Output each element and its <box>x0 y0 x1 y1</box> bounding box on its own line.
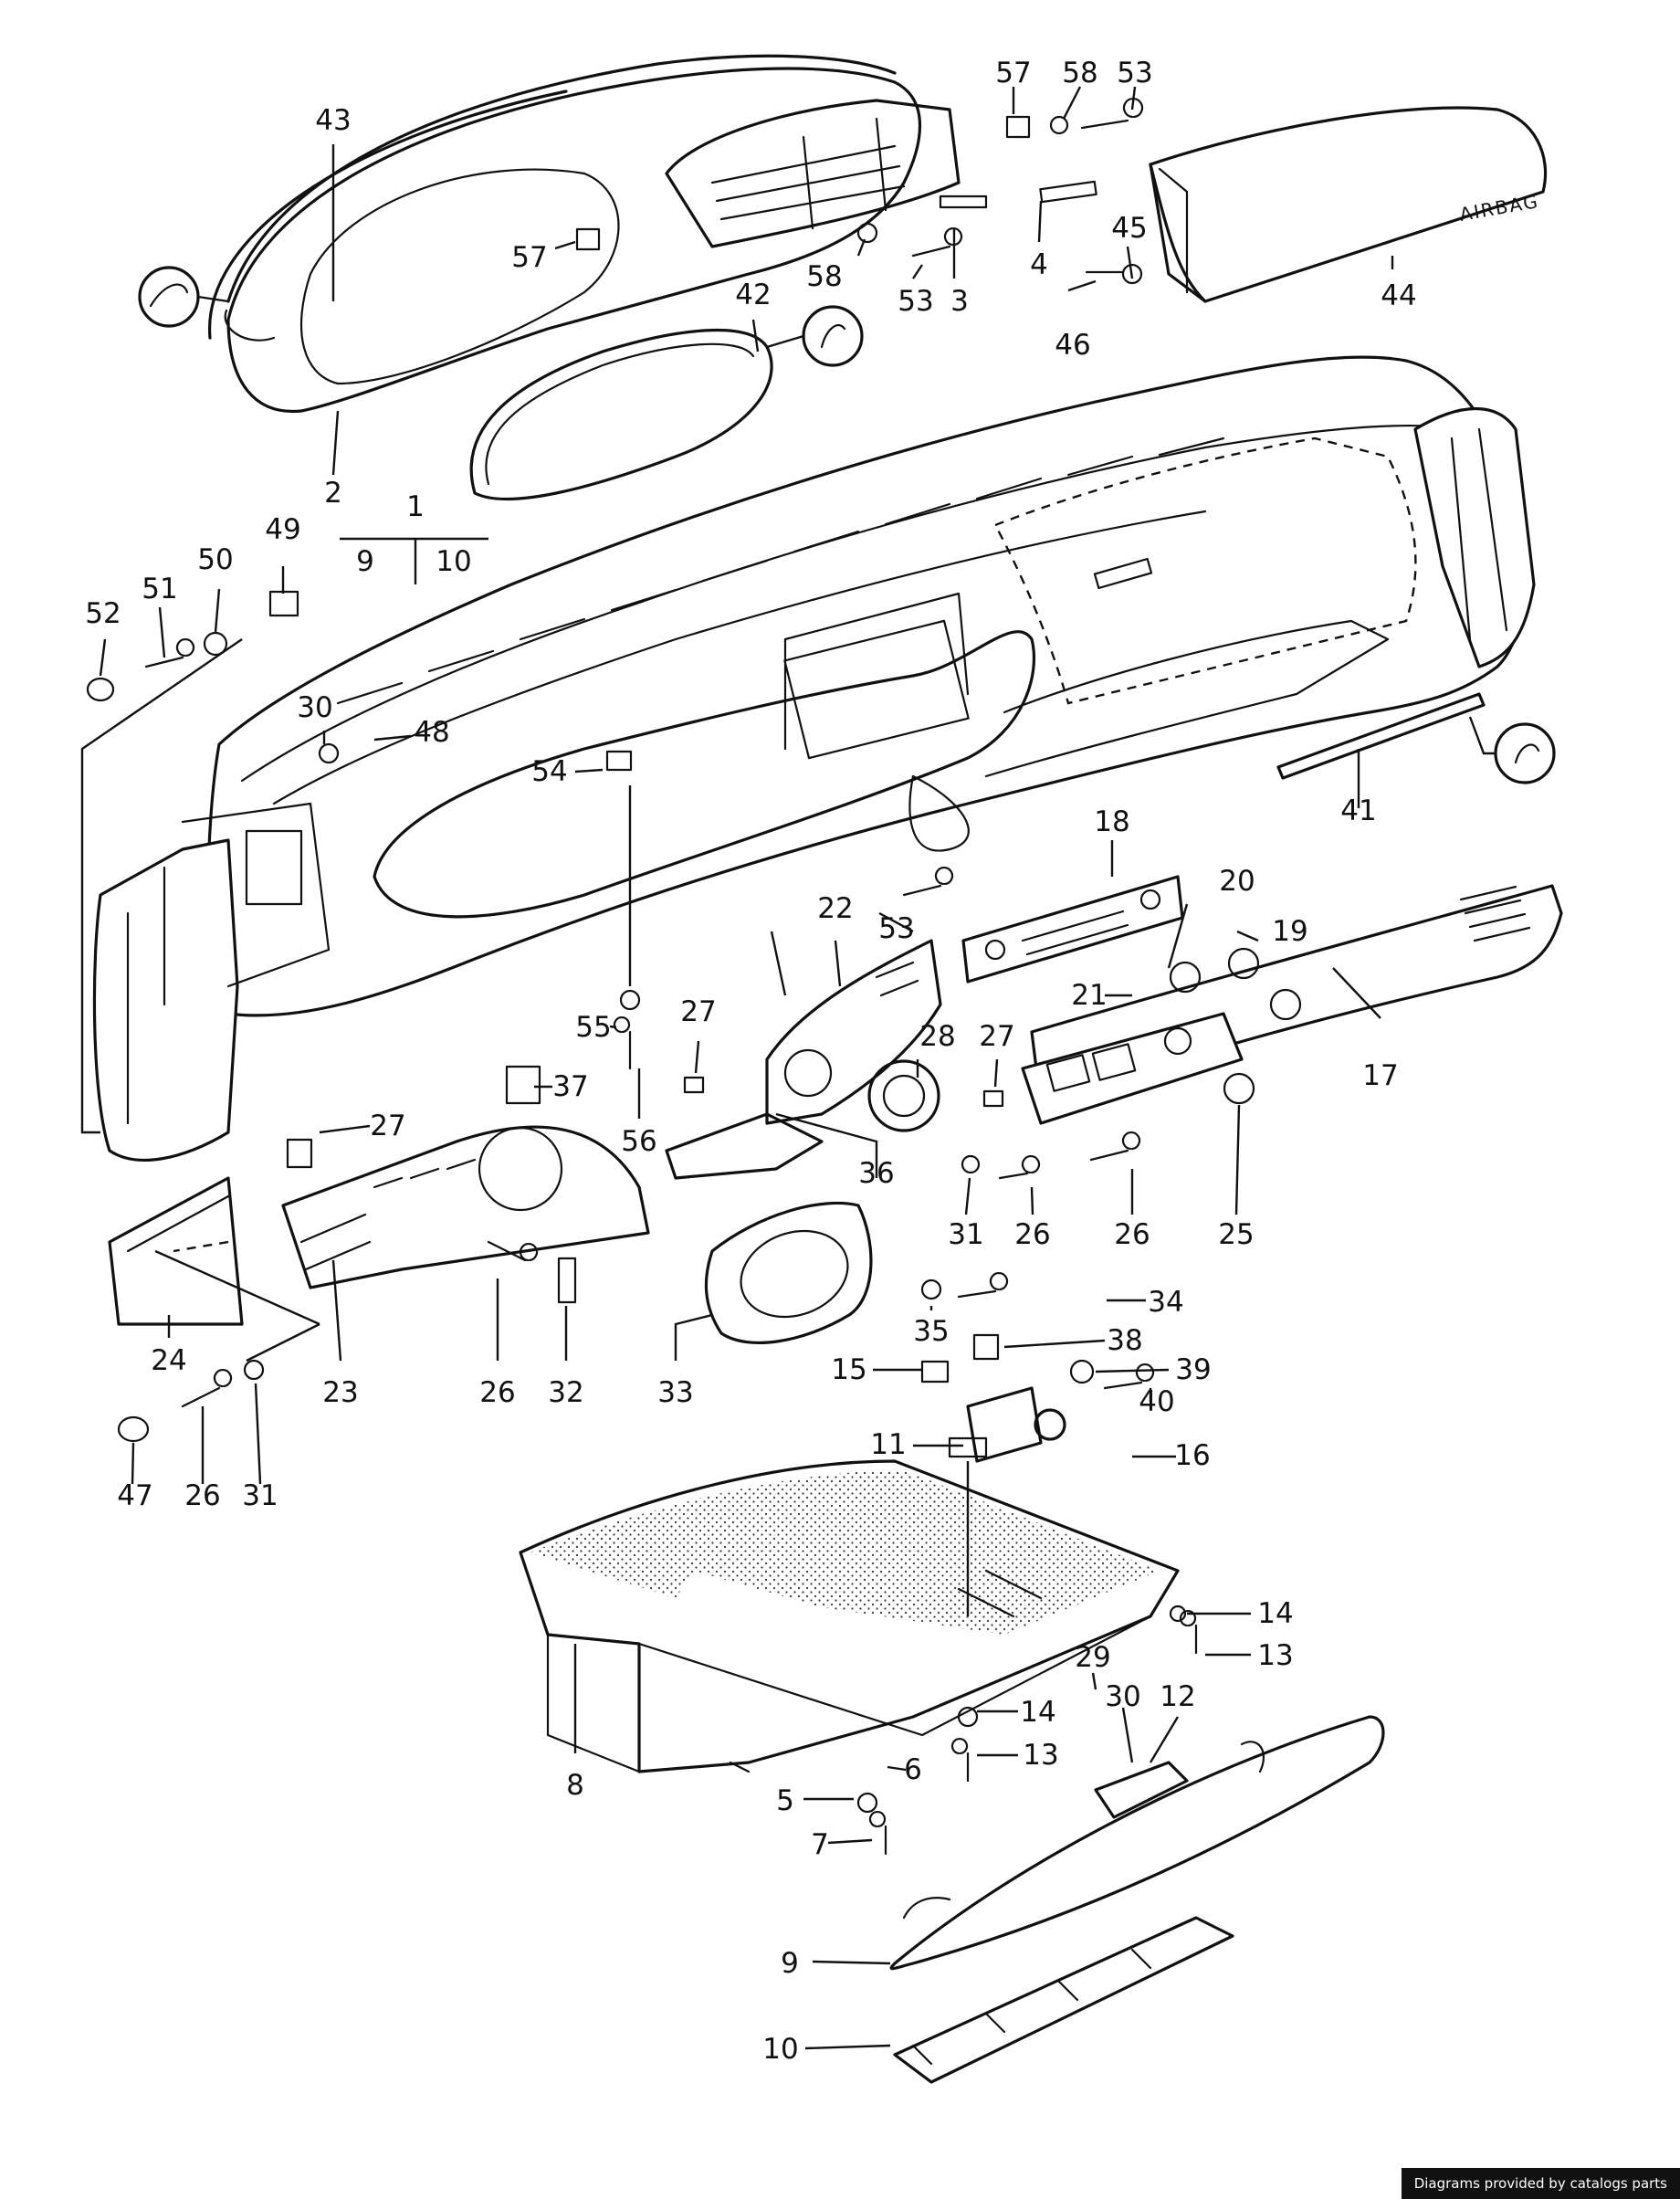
callout-14-right: 14 <box>1257 1597 1293 1630</box>
credit-banner: Diagrams provided by catalogs parts <box>1401 2168 1680 2199</box>
radio-panel <box>1021 1012 1244 1125</box>
callout-9: 9 <box>781 1947 799 1980</box>
callout-58-top: 58 <box>1062 57 1097 89</box>
callout-49: 49 <box>265 513 300 546</box>
callout-37: 37 <box>552 1070 588 1103</box>
air-vent-grille <box>665 99 961 248</box>
callout-32: 32 <box>548 1376 583 1409</box>
callout-8: 8 <box>566 1769 584 1802</box>
callout-27-c: 27 <box>370 1110 405 1142</box>
callout-46: 46 <box>1055 329 1090 362</box>
callout-16: 16 <box>1174 1439 1210 1472</box>
callout-56: 56 <box>621 1125 656 1158</box>
callout-3: 3 <box>950 285 969 318</box>
callout-53-mid: 53 <box>878 912 914 945</box>
callout-31-bottom: 31 <box>242 1479 278 1512</box>
callout-22: 22 <box>817 892 853 925</box>
callout-13-right: 13 <box>1257 1639 1293 1672</box>
striker-12 <box>1094 1761 1189 1819</box>
callout-18: 18 <box>1094 805 1129 838</box>
callout-51: 51 <box>142 573 177 605</box>
callout-21: 21 <box>1071 979 1107 1012</box>
caution-symbol-icon-2 <box>766 305 864 367</box>
callout-27-a: 27 <box>680 995 716 1028</box>
callout-57: 57 <box>511 241 547 274</box>
callout-33: 33 <box>657 1376 693 1409</box>
callout-28: 28 <box>919 1020 955 1053</box>
callout-20: 20 <box>1219 865 1255 898</box>
callout-47: 47 <box>117 1479 152 1512</box>
leader-lines <box>80 86 1394 2050</box>
callout-48: 48 <box>414 716 449 749</box>
callout-57-top: 57 <box>995 57 1031 89</box>
callout-12: 12 <box>1160 1680 1195 1713</box>
glovebox-8 <box>519 1459 1180 1773</box>
callout-26-right: 26 <box>1114 1218 1150 1251</box>
callout-29: 29 <box>1075 1641 1110 1674</box>
glovebox-lock <box>948 1386 1066 1463</box>
caution-symbol-icon <box>138 266 229 328</box>
callout-23: 23 <box>322 1376 358 1409</box>
trim-strip-41 <box>1276 692 1486 780</box>
callout-7: 7 <box>811 1828 829 1861</box>
instrument-cover <box>208 67 922 414</box>
callout-14-mid: 14 <box>1020 1696 1055 1729</box>
callout-52: 52 <box>85 597 121 630</box>
hinge-bar-10 <box>893 1916 1234 2084</box>
callout-6: 6 <box>904 1753 922 1786</box>
center-console-22 <box>665 939 942 1180</box>
callout-26-lower: 26 <box>479 1376 515 1409</box>
callout-43: 43 <box>315 104 351 137</box>
callout-2: 2 <box>324 477 342 510</box>
callout-45: 45 <box>1111 212 1147 245</box>
callout-54: 54 <box>531 755 567 788</box>
callout-9-group: 9 <box>356 545 374 578</box>
callout-10-group: 10 <box>436 545 471 578</box>
fasteners <box>86 97 1260 1856</box>
callout-4: 4 <box>1030 248 1048 281</box>
callout-36: 36 <box>858 1157 894 1190</box>
callout-15: 15 <box>831 1353 866 1386</box>
callout-58: 58 <box>806 260 842 293</box>
callout-30-lower: 30 <box>1105 1680 1140 1713</box>
callout-55: 55 <box>575 1011 611 1044</box>
caution-symbol-icon-3 <box>1468 716 1556 784</box>
callout-42: 42 <box>735 279 771 311</box>
callout-40: 40 <box>1139 1385 1174 1418</box>
callout-31-mid: 31 <box>948 1218 983 1251</box>
defroster-slots <box>336 437 1225 705</box>
seal-42 <box>469 328 773 501</box>
callout-11: 11 <box>870 1428 906 1461</box>
callout-26-mid: 26 <box>1014 1218 1050 1251</box>
callout-34: 34 <box>1148 1286 1183 1319</box>
glovebox-handle-9 <box>889 1715 1385 1971</box>
seal-43 <box>224 54 897 342</box>
callout-13-mid: 13 <box>1023 1739 1058 1772</box>
speaker-cover-33 <box>704 1201 873 1344</box>
callout-53-top: 53 <box>1117 57 1152 89</box>
lower-panel-23 <box>281 1125 650 1289</box>
bezel-18 <box>961 875 1184 984</box>
callout-44: 44 <box>1381 279 1416 312</box>
callout-5: 5 <box>776 1784 794 1817</box>
airbag-cover: AIRBAG <box>1149 106 1548 303</box>
callout-labels: 57 58 53 43 57 58 53 3 4 45 46 44 42 2 1… <box>85 57 1416 2066</box>
callout-30: 30 <box>297 691 332 724</box>
callout-10: 10 <box>762 2033 798 2066</box>
callout-35: 35 <box>913 1315 949 1348</box>
callout-17: 17 <box>1362 1059 1398 1092</box>
callout-53: 53 <box>898 285 933 318</box>
callout-19: 19 <box>1272 915 1307 948</box>
dashboard-body <box>92 355 1536 1162</box>
callout-25: 25 <box>1218 1218 1254 1251</box>
callout-26-bottom: 26 <box>184 1479 220 1512</box>
callout-27-b: 27 <box>979 1020 1014 1053</box>
callout-1: 1 <box>406 490 425 523</box>
callout-24: 24 <box>151 1344 186 1377</box>
callout-50: 50 <box>197 543 233 576</box>
callout-38: 38 <box>1107 1324 1142 1357</box>
callout-41: 41 <box>1340 794 1376 827</box>
callout-39: 39 <box>1175 1353 1211 1386</box>
